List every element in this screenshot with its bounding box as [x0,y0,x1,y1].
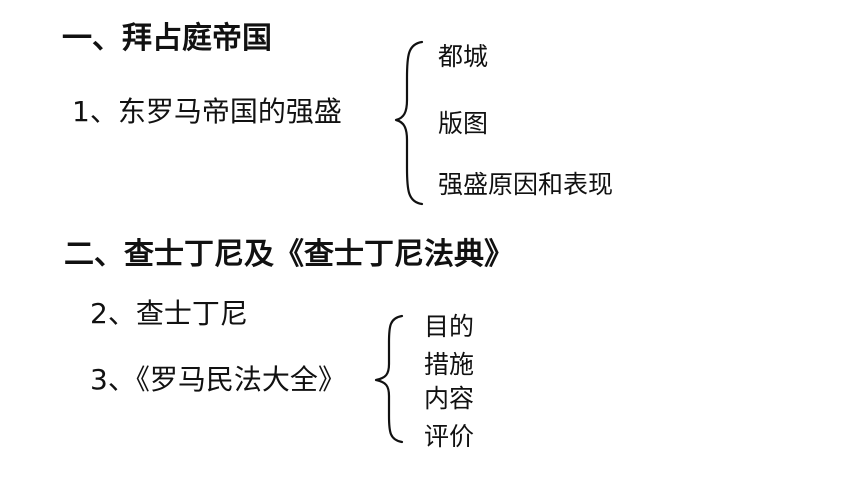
sub-item-territory: 版图 [438,109,489,138]
sub-item-evaluation: 评价 [424,422,475,451]
section1-heading: 一、拜占庭帝国 [62,21,272,56]
sub-item-purpose: 目的 [424,312,475,341]
section2-heading: 二、查士丁尼及《查士丁尼法典》 [64,237,514,272]
item3-label: 3、《罗马民法大全》 [90,363,346,396]
item2-label: 2、查士丁尼 [90,297,248,330]
item1-label: 1、东罗马帝国的强盛 [72,95,342,128]
sub-item-capital: 都城 [438,42,489,71]
sub-item-measures: 措施 [424,350,475,379]
sub-item-reasons: 强盛原因和表现 [438,170,614,199]
brace-icon [394,40,424,206]
sub-item-content: 内容 [424,384,475,413]
brace-icon [374,314,404,444]
